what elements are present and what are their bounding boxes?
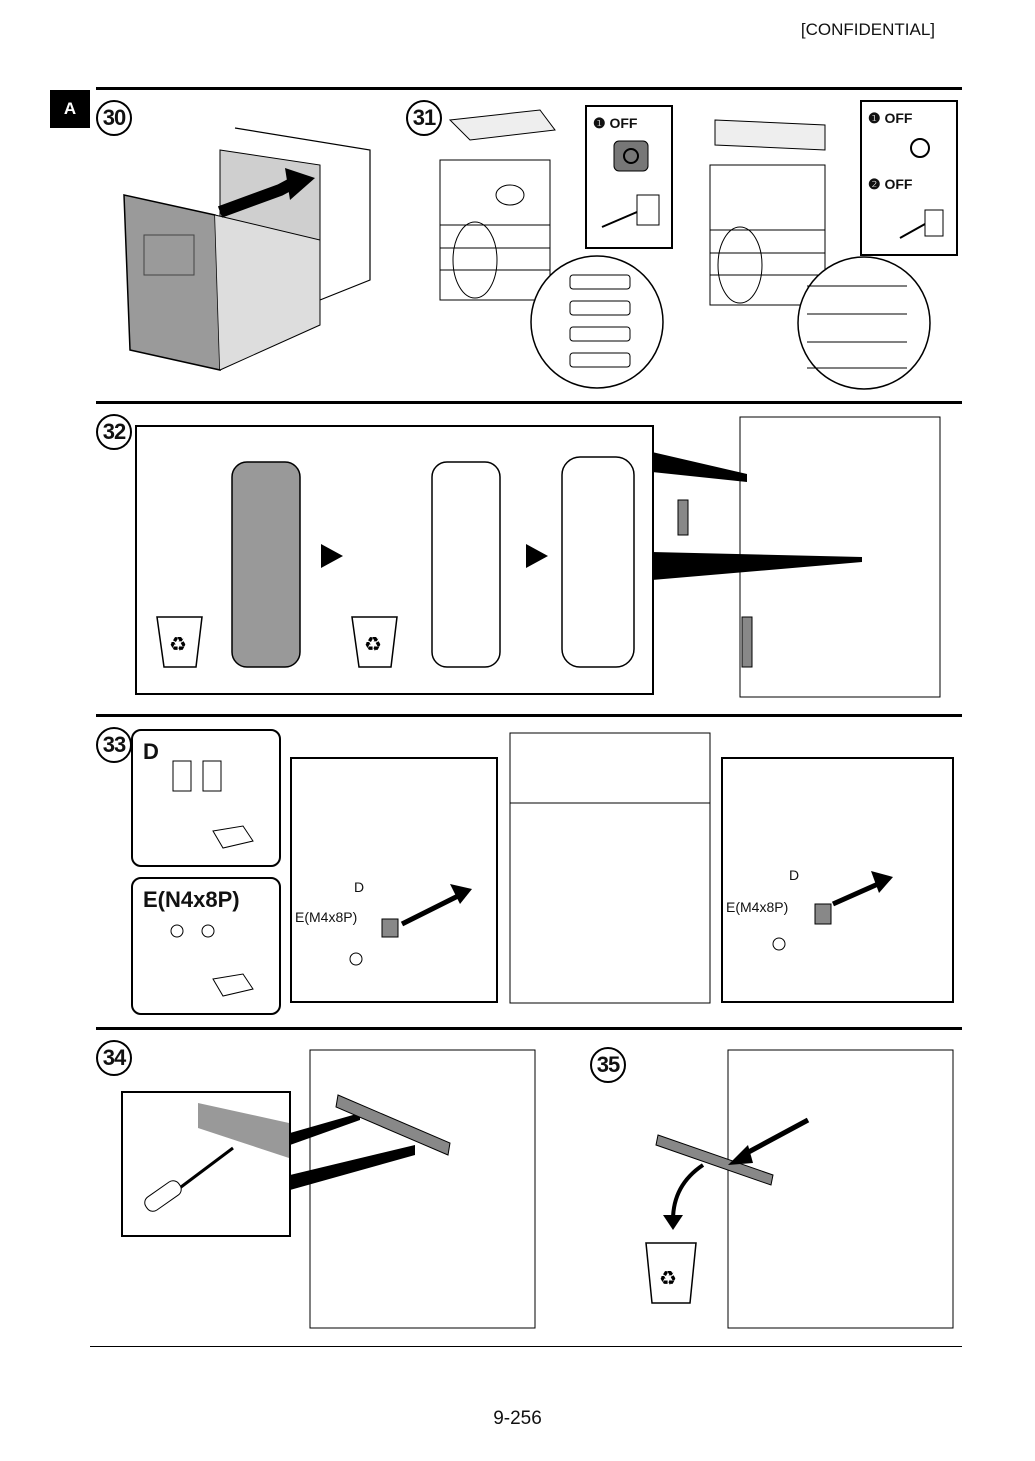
printer-illustration-left: [439, 109, 556, 301]
section-rule: [96, 714, 962, 717]
page-number: 9-256: [493, 1408, 542, 1429]
recycle-bin-icon: ♻: [156, 616, 203, 668]
bracket-label-d-right: D: [789, 867, 800, 883]
recycle-bin-icon: ♻: [351, 616, 398, 668]
drawer-illustration: [123, 127, 371, 371]
screwdriver-detail: [121, 1091, 291, 1237]
section-rule: [96, 401, 962, 404]
plug-icon: [601, 194, 660, 228]
footer-rule: [90, 1346, 962, 1347]
printer-illustration-right: [709, 119, 826, 306]
machine-rear-illustration-35: ♻: [645, 1049, 954, 1329]
arrow-icon: [321, 544, 343, 568]
power-switch-icon: [613, 140, 649, 172]
screw-icon: [170, 924, 254, 997]
power-off-callout-left: ❶ OFF: [585, 105, 673, 249]
bracket-label-d-left: D: [354, 879, 365, 895]
bracket-assembly-left: [349, 884, 472, 966]
confidential-label: [CONFIDENTIAL]: [800, 20, 935, 39]
screw-label-e-right: E(M4x8P): [726, 899, 789, 915]
part-e-box: E(N4x8P): [131, 877, 281, 1015]
section-tag: A: [50, 90, 90, 128]
arrow-icon: [526, 544, 548, 568]
machine-rear-illustration-32: [652, 416, 941, 698]
part-e-label: E(N4x8P): [143, 887, 240, 912]
recycle-bin-icon: [645, 1242, 697, 1304]
machine-rear-illustration-34: [290, 1049, 536, 1329]
power-switch-icon: [910, 138, 930, 158]
power-off-label-2: ❷ OFF: [868, 176, 913, 192]
step-number-31: 31: [406, 100, 442, 136]
cover-panel-gray: [231, 461, 301, 668]
step-number-33: 33: [96, 727, 132, 763]
step-number-32: 32: [96, 414, 132, 450]
power-off-label: ❶ OFF: [593, 115, 638, 131]
svg-text:♻: ♻: [659, 1266, 677, 1290]
power-off-label-1: ❶ OFF: [868, 110, 913, 126]
step-number-35: 35: [590, 1047, 626, 1083]
step-number-34: 34: [96, 1040, 132, 1076]
box-icon: [172, 760, 254, 849]
section-rule: [96, 87, 962, 90]
magnifier-circle-right: [797, 256, 931, 390]
part-d-label: D: [143, 739, 159, 764]
plug-icon: [899, 209, 944, 239]
svg-text:♻: ♻: [364, 632, 382, 656]
bracket-assembly-right: [772, 871, 893, 951]
screw-label-e-left: E(M4x8P): [295, 909, 358, 925]
machine-rear-illustration-33: [509, 732, 711, 1004]
cover-panel-removed: [561, 456, 635, 668]
screwdriver-icon: [144, 1103, 289, 1212]
step-number-30: 30: [96, 100, 132, 136]
cutout-procedure-panel: ♻ ♻: [135, 425, 654, 695]
svg-text:♻: ♻: [169, 632, 187, 656]
magnifier-circle-left: [530, 255, 664, 389]
bracket-detail-right: D E(M4x8P): [721, 757, 954, 1003]
bracket-detail-left: D E(M4x8P): [290, 757, 498, 1003]
cover-panel-cut: [431, 461, 501, 668]
part-d-box: D: [131, 729, 281, 867]
section-rule: [96, 1027, 962, 1030]
power-off-callout-right: ❶ OFF ❷ OFF: [860, 100, 958, 256]
